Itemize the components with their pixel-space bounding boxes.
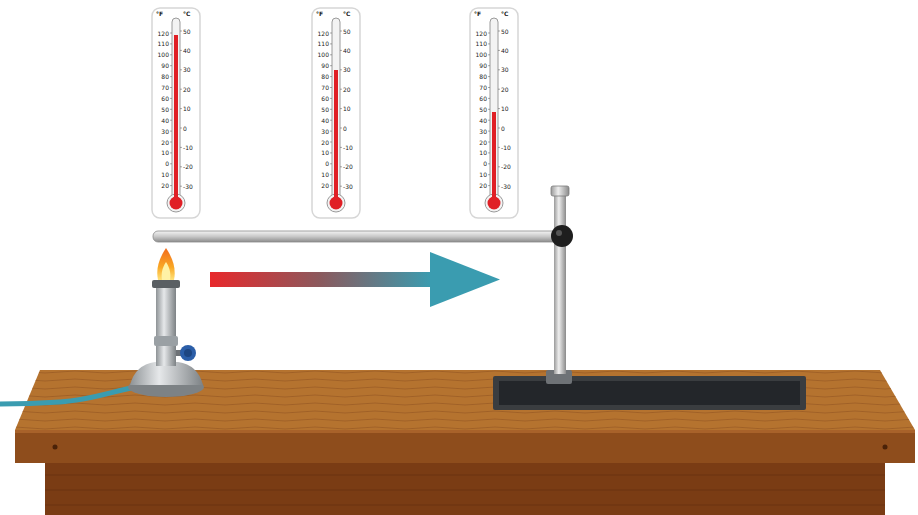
fahrenheit-scale-number: 90 bbox=[321, 62, 329, 69]
celsius-scale-number: 0 bbox=[501, 125, 505, 132]
fahrenheit-scale-number: 10 bbox=[479, 171, 487, 178]
fahrenheit-scale-number: 0 bbox=[483, 160, 487, 167]
fahrenheit-scale-number: 120 bbox=[158, 30, 169, 37]
celsius-scale-number: -30 bbox=[501, 183, 511, 190]
celsius-scale-number: -20 bbox=[501, 163, 511, 170]
unit-label: °C bbox=[343, 10, 350, 17]
celsius-scale-number: 40 bbox=[343, 47, 351, 54]
fahrenheit-scale-number: 30 bbox=[479, 128, 487, 135]
celsius-scale-number: 20 bbox=[501, 86, 509, 93]
celsius-scale-number: 50 bbox=[501, 28, 509, 35]
celsius-scale-number: 20 bbox=[343, 86, 351, 93]
unit-label: °C bbox=[183, 10, 190, 17]
celsius-scale-number: 40 bbox=[501, 47, 509, 54]
fahrenheit-scale-number: 10 bbox=[321, 149, 329, 156]
fahrenheit-scale-number: 70 bbox=[161, 84, 169, 91]
celsius-scale-number: 30 bbox=[501, 66, 509, 73]
fahrenheit-scale-number: 10 bbox=[161, 171, 169, 178]
celsius-scale-number: -20 bbox=[183, 163, 193, 170]
celsius-scale-number: 10 bbox=[501, 105, 509, 112]
fahrenheit-scale-number: 40 bbox=[161, 117, 169, 124]
celsius-scale-number: 40 bbox=[183, 47, 191, 54]
fahrenheit-scale-number: 110 bbox=[318, 40, 329, 47]
fahrenheit-scale-number: 90 bbox=[479, 62, 487, 69]
fahrenheit-scale-number: 110 bbox=[158, 40, 169, 47]
fahrenheit-scale-number: 80 bbox=[479, 73, 487, 80]
fahrenheit-scale-number: 80 bbox=[161, 73, 169, 80]
fahrenheit-scale-number: 20 bbox=[161, 139, 169, 146]
celsius-scale-number: 30 bbox=[343, 66, 351, 73]
fahrenheit-scale-number: 70 bbox=[321, 84, 329, 91]
unit-label: °F bbox=[474, 10, 481, 17]
fahrenheit-scale-number: 20 bbox=[321, 182, 329, 189]
fahrenheit-scale-number: 60 bbox=[479, 95, 487, 102]
celsius-scale-number: 10 bbox=[343, 105, 351, 112]
fahrenheit-scale-number: 20 bbox=[161, 182, 169, 189]
unit-label: °F bbox=[156, 10, 163, 17]
celsius-scale-number: 0 bbox=[183, 125, 187, 132]
fahrenheit-scale-number: 80 bbox=[321, 73, 329, 80]
fahrenheit-scale-number: 20 bbox=[479, 139, 487, 146]
fahrenheit-scale-number: 100 bbox=[158, 51, 169, 58]
celsius-scale-number: 0 bbox=[343, 125, 347, 132]
celsius-scale-number: -10 bbox=[501, 144, 511, 151]
fahrenheit-scale-number: 100 bbox=[476, 51, 487, 58]
fahrenheit-scale-number: 90 bbox=[161, 62, 169, 69]
fahrenheit-scale-number: 10 bbox=[321, 171, 329, 178]
fahrenheit-scale-number: 110 bbox=[476, 40, 487, 47]
celsius-scale-number: 30 bbox=[183, 66, 191, 73]
fahrenheit-scale-number: 60 bbox=[161, 95, 169, 102]
fahrenheit-scale-number: 20 bbox=[321, 139, 329, 146]
fahrenheit-scale-number: 50 bbox=[321, 106, 329, 113]
fahrenheit-scale-number: 120 bbox=[318, 30, 329, 37]
fahrenheit-scale-number: 10 bbox=[479, 149, 487, 156]
celsius-scale-number: -10 bbox=[343, 144, 353, 151]
celsius-scale-number: 50 bbox=[343, 28, 351, 35]
fahrenheit-scale-number: 0 bbox=[165, 160, 169, 167]
fahrenheit-scale-number: 50 bbox=[479, 106, 487, 113]
fahrenheit-scale-number: 120 bbox=[476, 30, 487, 37]
celsius-scale-number: 50 bbox=[183, 28, 191, 35]
celsius-scale-number: 10 bbox=[183, 105, 191, 112]
fahrenheit-scale-number: 40 bbox=[479, 117, 487, 124]
celsius-scale-number: -10 bbox=[183, 144, 193, 151]
celsius-scale-number: -30 bbox=[343, 183, 353, 190]
fahrenheit-scale-number: 40 bbox=[321, 117, 329, 124]
unit-label: °C bbox=[501, 10, 508, 17]
fahrenheit-scale-number: 30 bbox=[321, 128, 329, 135]
fahrenheit-scale-number: 60 bbox=[321, 95, 329, 102]
celsius-scale-number: -30 bbox=[183, 183, 193, 190]
unit-label: °F bbox=[316, 10, 323, 17]
celsius-scale-number: 20 bbox=[183, 86, 191, 93]
fahrenheit-scale-number: 0 bbox=[325, 160, 329, 167]
fahrenheit-scale-number: 100 bbox=[318, 51, 329, 58]
fahrenheit-scale-number: 10 bbox=[161, 149, 169, 156]
fahrenheit-scale-number: 30 bbox=[161, 128, 169, 135]
celsius-scale-number: -20 bbox=[343, 163, 353, 170]
fahrenheit-scale-number: 70 bbox=[479, 84, 487, 91]
fahrenheit-scale-number: 50 bbox=[161, 106, 169, 113]
fahrenheit-scale-number: 20 bbox=[479, 182, 487, 189]
